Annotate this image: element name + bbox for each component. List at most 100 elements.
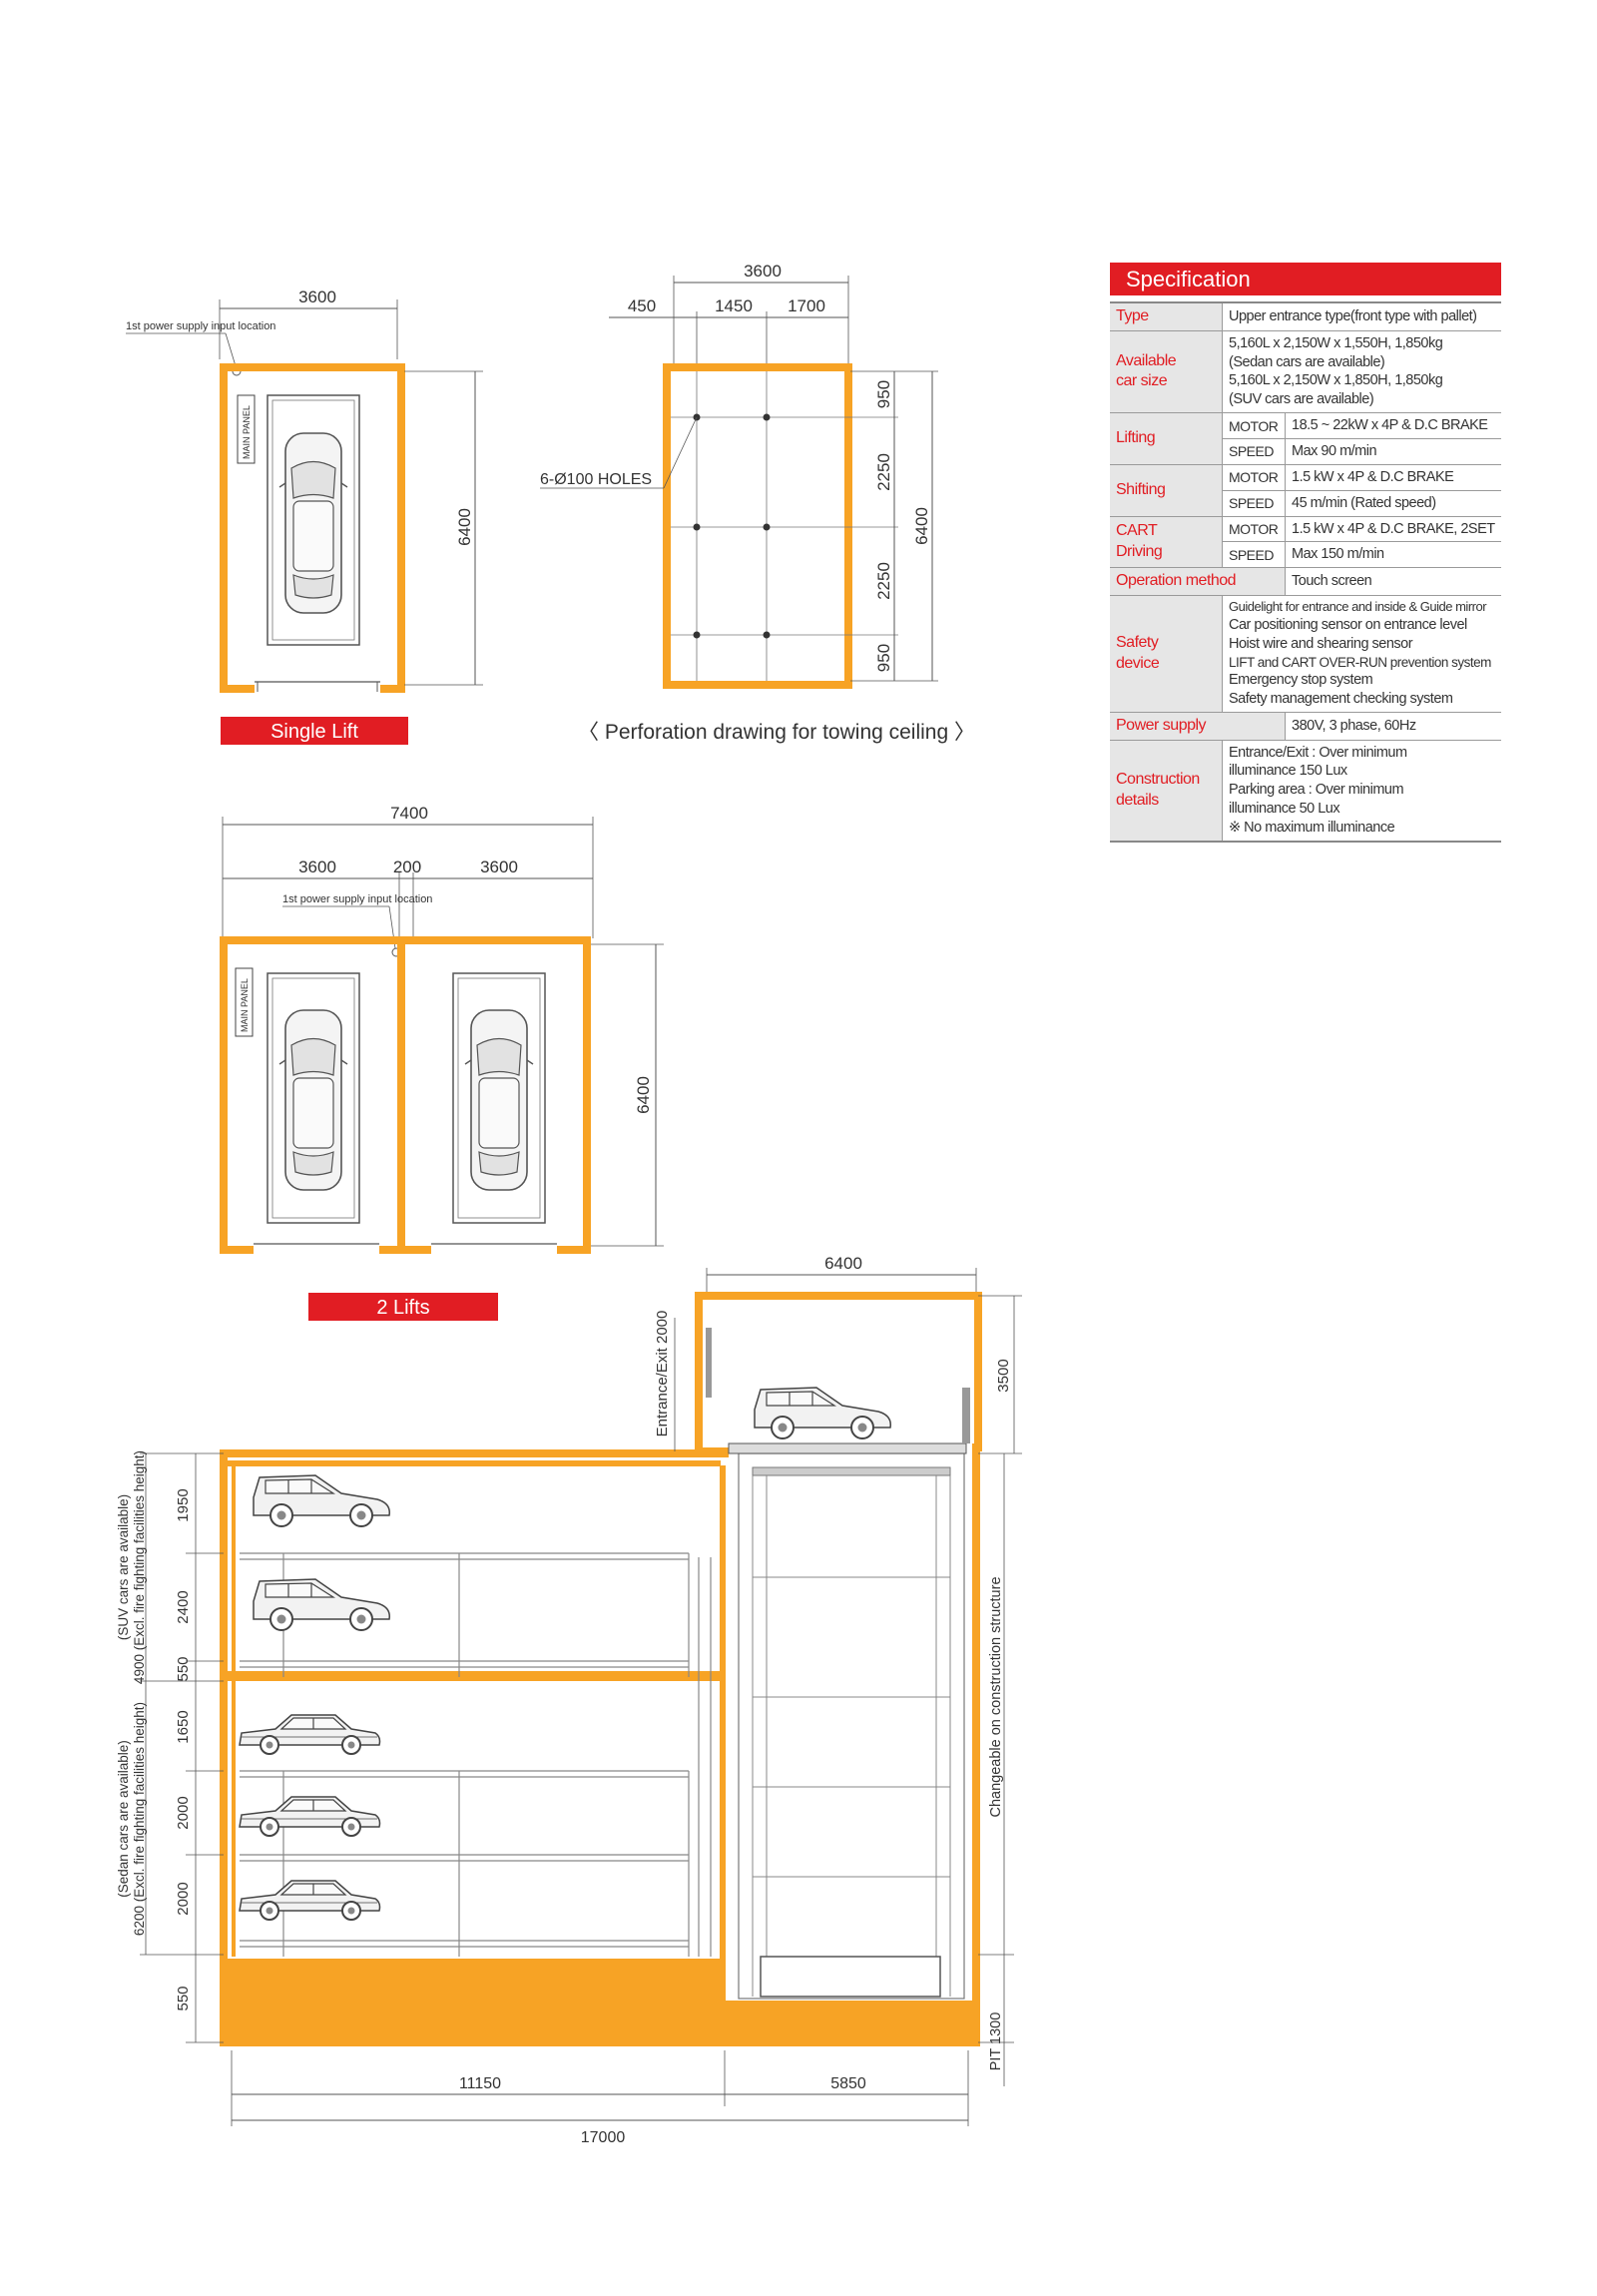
- specification-title: Specification: [1110, 263, 1501, 295]
- section-entrance-label: Entrance/Exit 2000: [654, 1311, 671, 1437]
- spec-row-operation: Operation method Touch screen: [1110, 567, 1501, 597]
- two-lifts-car-2-icon: [464, 1009, 534, 1191]
- spec-operation-value: Touch screen: [1285, 567, 1501, 597]
- sedan-car-1-icon: [239, 1714, 381, 1755]
- section-sedan-label-2: 6200 (Excl. fire fighting facilities hei…: [132, 1702, 147, 1936]
- spec-safety-value: Guidelight for entrance and inside & Gui…: [1222, 595, 1501, 713]
- two-lifts-main-panel-label: MAIN PANEL: [240, 978, 250, 1032]
- single-lift-caption: Single Lift: [270, 721, 358, 743]
- two-lifts-caption: 2 Lifts: [376, 1297, 429, 1319]
- sedan-car-2-icon: [239, 1796, 381, 1837]
- spec-cart-speed-key: SPEED: [1222, 541, 1286, 569]
- perforation-v-dim-2: 2250: [874, 453, 893, 491]
- single-lift-plan: 3600 1st power supply input location MAI…: [126, 287, 483, 745]
- section-pit-label: PIT 1300: [988, 2012, 1004, 2071]
- two-lifts-total-dim: 7400: [390, 804, 428, 823]
- two-lifts-mid-dim: 200: [393, 858, 421, 876]
- specification-table: Type Upper entrance type(front type with…: [1110, 301, 1501, 843]
- section-suv-label-2: 4900 (Excl. fire fighting facilities hei…: [132, 1450, 147, 1684]
- spec-row-type: Type Upper entrance type(front type with…: [1110, 302, 1501, 331]
- parking-system-drawing: 3600 1st power supply input location MAI…: [116, 262, 1022, 2146]
- section-suv-label-1: (SUV cars are available): [116, 1494, 131, 1640]
- spec-construction-value: Entrance/Exit : Over minimum illuminance…: [1222, 740, 1501, 843]
- spec-operation-label: Operation method: [1110, 567, 1286, 597]
- spec-row-lifting-speed: SPEED Max 90 m/min: [1110, 438, 1501, 465]
- spec-row-shifting-motor: Shifting MOTOR 1.5 kW x 4P & D.C BRAKE: [1110, 464, 1501, 517]
- section-left-dim-1: 1950: [175, 1488, 192, 1521]
- section-lift-car-icon: [754, 1387, 892, 1439]
- two-lifts-car-1-icon: [278, 1009, 348, 1191]
- spec-shifting-speed-key: SPEED: [1222, 490, 1286, 517]
- spec-lifting-label: Lifting: [1110, 412, 1223, 465]
- two-lifts-power-note: 1st power supply input location: [282, 893, 432, 905]
- spec-shifting-motor-value: 1.5 kW x 4P & D.C BRAKE: [1285, 464, 1501, 491]
- perforation-total-dim: 3600: [744, 262, 782, 281]
- two-lifts-plan: 7400 3600 200 3600 1st power supply inpu…: [220, 804, 664, 1321]
- spec-row-shifting-speed: SPEED 45 m/min (Rated speed): [1110, 490, 1501, 517]
- perforation-holes: [693, 413, 771, 639]
- perforation-left-dim: 450: [628, 296, 656, 315]
- section-changeable-label: Changeable on construction structure: [988, 1576, 1004, 1817]
- perforation-holes-label: 6-Ø100 HOLES: [540, 471, 652, 488]
- single-lift-power-note: 1st power supply input location: [126, 320, 275, 332]
- two-lifts-main-panel: [235, 967, 254, 1037]
- perforation-caption: 〈 Perforation drawing for towing ceiling…: [578, 721, 975, 744]
- spec-lifting-speed-value: Max 90 m/min: [1285, 438, 1501, 465]
- single-lift-width-dim: 3600: [298, 287, 336, 306]
- section-3500-dim: 3500: [995, 1359, 1012, 1392]
- spec-type-value: Upper entrance type(front type with pall…: [1222, 302, 1501, 331]
- section-left-dim-3: 550: [175, 1656, 192, 1681]
- section-left-dim-4: 1650: [175, 1710, 192, 1743]
- section-bottom-right-dim: 5850: [830, 2075, 866, 2092]
- spec-type-label: Type: [1110, 302, 1223, 331]
- two-lifts-length-dim: 6400: [634, 1076, 653, 1114]
- single-lift-main-panel: [237, 394, 256, 464]
- suv-car-2-icon: [253, 1578, 391, 1631]
- spec-cart-motor-value: 1.5 kW x 4P & D.C BRAKE, 2SET: [1285, 516, 1501, 543]
- spec-car-size-value: 5,160L x 2,150W x 1,550H, 1,850kg (Sedan…: [1222, 330, 1501, 414]
- perforation-right-dim: 1700: [788, 296, 825, 315]
- perforation-mid-dim: 1450: [715, 296, 753, 315]
- spec-cart-motor-key: MOTOR: [1222, 516, 1286, 543]
- spec-shifting-speed-value: 45 m/min (Rated speed): [1285, 490, 1501, 517]
- two-lifts-left-dim: 3600: [298, 858, 336, 876]
- perforation-v-dim-4: 950: [874, 644, 893, 672]
- section-left-dim-7: 550: [175, 1986, 192, 2010]
- perforation-drawing: 3600 450 1450 1700 6-Ø100 HOLES: [540, 262, 975, 744]
- single-lift-length-dim: 6400: [455, 508, 474, 546]
- section-left-dim-5: 2000: [175, 1796, 192, 1829]
- spec-lifting-motor-key: MOTOR: [1222, 412, 1286, 440]
- spec-cart-speed-value: Max 150 m/min: [1285, 541, 1501, 569]
- section-bottom-total-dim: 17000: [581, 2129, 626, 2146]
- section-sedan-label-1: (Sedan cars are available): [116, 1740, 131, 1898]
- spec-lifting-motor-value: 18.5 ~ 22kW x 4P & D.C BRAKE: [1285, 412, 1501, 440]
- perforation-v-dim-3: 2250: [874, 562, 893, 600]
- spec-shifting-motor-key: MOTOR: [1222, 464, 1286, 491]
- single-lift-main-panel-label: MAIN PANEL: [242, 405, 252, 459]
- spec-lifting-speed-key: SPEED: [1222, 438, 1286, 465]
- specification-panel: Specification Type Upper entrance type(f…: [1110, 263, 1501, 843]
- two-lifts-right-dim: 3600: [480, 858, 518, 876]
- spec-power-value: 380V, 3 phase, 60Hz: [1285, 712, 1501, 741]
- spec-power-label: Power supply: [1110, 712, 1286, 741]
- spec-row-lifting-motor: Lifting MOTOR 18.5 ~ 22kW x 4P & D.C BRA…: [1110, 412, 1501, 465]
- perforation-v-dim-1: 950: [874, 380, 893, 408]
- spec-shifting-label: Shifting: [1110, 464, 1223, 517]
- spec-row-power: Power supply 380V, 3 phase, 60Hz: [1110, 712, 1501, 741]
- section-left-dim-2: 2400: [175, 1590, 192, 1623]
- sedan-car-3-icon: [239, 1880, 381, 1921]
- section-top-dim: 6400: [824, 1254, 862, 1273]
- single-lift-car-icon: [278, 432, 348, 614]
- perforation-length-dim: 6400: [912, 507, 931, 545]
- suv-car-1-icon: [253, 1474, 391, 1527]
- section-left-dim-6: 2000: [175, 1882, 192, 1915]
- section-bottom-left-dim: 11150: [459, 2075, 501, 2092]
